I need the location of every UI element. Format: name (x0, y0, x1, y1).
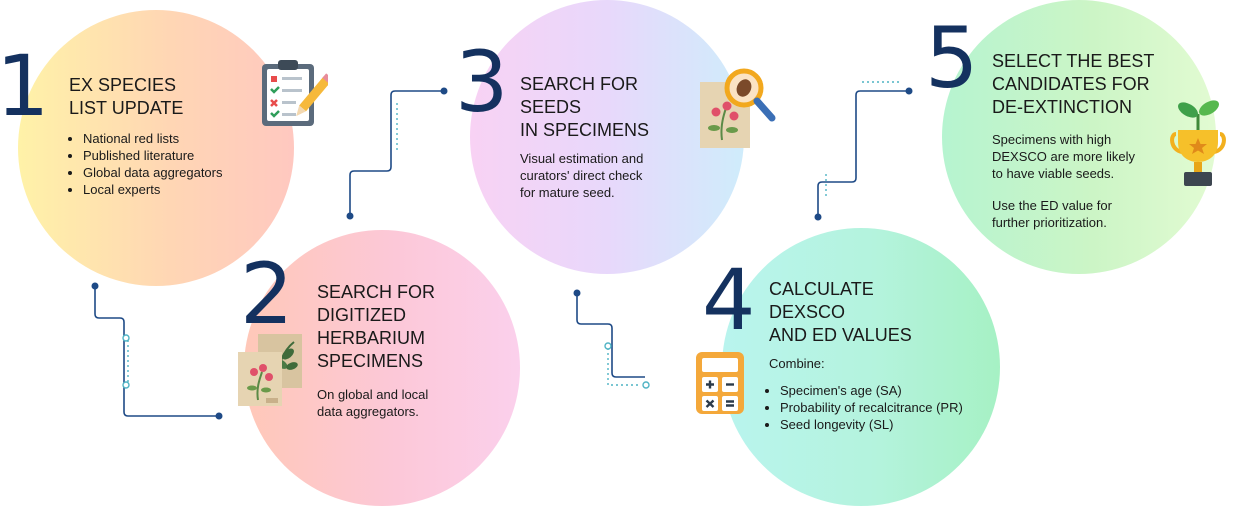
calculator-icon (696, 352, 744, 414)
step-4-circle (722, 228, 1000, 506)
step-1-circle (18, 10, 294, 286)
step-4-title: CALCULATE DEXSCO AND ED VALUES (769, 278, 912, 347)
step-2-number: 2 (240, 245, 294, 343)
step-5-text-line: further prioritization. (992, 215, 1107, 230)
step-3-text: Visual estimation and curators' direct c… (520, 150, 643, 201)
list-item: Probability of recalcitrance (PR) (780, 399, 963, 416)
list-item: Seed longevity (SL) (780, 416, 963, 433)
step-4-title-line: DEXSCO (769, 302, 846, 322)
step-3-title-line: IN SPECIMENS (520, 120, 650, 140)
step-5-circle (942, 0, 1216, 274)
herbarium-specimens-icon (238, 334, 302, 406)
step-2-text-line: data aggregators. (317, 404, 419, 419)
step-3-title: SEARCH FOR SEEDS IN SPECIMENS (520, 73, 649, 142)
step-5-number: 5 (925, 9, 979, 107)
list-item: Local experts (83, 181, 222, 198)
step-4-number: 4 (702, 251, 756, 349)
step-3-title-line: SEARCH FOR (520, 74, 639, 94)
clipboard-checklist-icon (262, 60, 328, 126)
step-2-title: SEARCH FOR DIGITIZED HERBARIUM SPECIMENS (317, 281, 435, 373)
step-5-text-line: to have viable seeds. (992, 166, 1115, 181)
step-5-text-2: Use the ED value for further prioritizat… (992, 197, 1112, 231)
step-4-bullets: Specimen's age (SA) Probability of recal… (763, 382, 963, 433)
step-5-text-line: DEXSCO are more likely (992, 149, 1136, 164)
step-3-number: 3 (455, 33, 509, 131)
list-item: Published literature (83, 147, 222, 164)
connector-1-2 (94, 286, 219, 417)
step-3-title-line: SEEDS (520, 97, 582, 117)
step-5-title-line: DE-EXTINCTION (992, 97, 1133, 117)
step-1-title-line: LIST UPDATE (69, 98, 184, 118)
step-1-title-line: EX SPECIES (69, 75, 177, 95)
step-3-text-line: Visual estimation and (520, 151, 644, 166)
connector-4-5 (817, 90, 909, 217)
step-5-title-line: SELECT THE BEST (992, 51, 1155, 71)
list-item: National red lists (83, 130, 222, 147)
step-5-text: Specimens with high DEXSCO are more like… (992, 131, 1135, 182)
step-4-title-line: AND ED VALUES (769, 325, 912, 345)
step-4-title-line: CALCULATE (769, 279, 874, 299)
list-item: Global data aggregators (83, 164, 222, 181)
step-2-title-line: SEARCH FOR (317, 282, 436, 302)
step-3-circle (470, 0, 744, 274)
connector-3-4 (576, 293, 645, 378)
specimen-magnifier-icon (700, 68, 776, 148)
step-5-title: SELECT THE BEST CANDIDATES FOR DE-EXTINC… (992, 50, 1154, 119)
trophy-plant-icon (1170, 100, 1226, 186)
step-2-title-line: HERBARIUM (317, 328, 426, 348)
step-3-text-line: for mature seed. (520, 185, 615, 200)
step-1-bullets: National red lists Published literature … (66, 130, 222, 198)
step-2-text: On global and local data aggregators. (317, 386, 428, 420)
step-5-title-line: CANDIDATES FOR (992, 74, 1150, 94)
step-2-title-line: DIGITIZED (317, 305, 406, 325)
step-5-text-line: Use the ED value for (992, 198, 1112, 213)
step-1-title: EX SPECIES LIST UPDATE (69, 74, 183, 120)
step-2-text-line: On global and local (317, 387, 429, 402)
step-2-title-line: SPECIMENS (317, 351, 424, 371)
connector-2-3 (349, 90, 444, 216)
step-1-number: 1 (0, 37, 50, 135)
list-item: Specimen's age (SA) (780, 382, 963, 399)
step-5-text-line: Specimens with high (992, 132, 1112, 147)
step-4-intro: Combine: (769, 356, 825, 371)
step-3-text-line: curators' direct check (520, 168, 643, 183)
